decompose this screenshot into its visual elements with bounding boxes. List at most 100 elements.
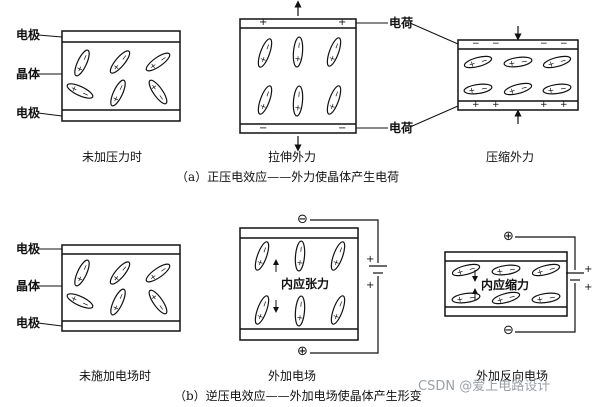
svg-text:−: − [156, 92, 167, 103]
svg-text:+: + [295, 259, 305, 266]
svg-text:−: − [480, 84, 488, 94]
svg-text:−: − [335, 245, 346, 254]
terminal-plus: ⊕ [297, 344, 308, 359]
svg-text:−: − [508, 265, 516, 275]
dipole: +− [531, 292, 561, 304]
battery-plus: + [584, 282, 593, 293]
svg-text:−: − [335, 299, 346, 308]
inner-label-compression: 内应缩力 [481, 278, 530, 292]
dipoles-reverse-field: +−+−+−+−+−+− [451, 264, 561, 305]
svg-text:+: + [69, 83, 79, 94]
dipole: +− [148, 79, 168, 105]
dipole: +− [451, 264, 481, 277]
svg-text:−: − [548, 293, 556, 303]
dipole: +− [254, 295, 270, 325]
dipole: +− [292, 85, 304, 117]
svg-text:+: + [148, 60, 159, 71]
svg-text:+: + [255, 258, 266, 267]
charge-bottom-label: 电荷 [389, 121, 414, 135]
svg-text:−: − [520, 57, 528, 67]
watermark: CSDN @爱上电路设计 [418, 379, 551, 394]
crystal-field [239, 227, 359, 341]
svg-text:+: + [547, 85, 555, 95]
dipole: +− [254, 241, 270, 271]
dipole: +− [110, 288, 127, 316]
charge-plus: + [472, 100, 480, 110]
svg-text:+: + [508, 58, 516, 68]
dipole: +− [109, 50, 131, 74]
caption-no-pressure: 未加压力时 [82, 150, 143, 164]
electrode-top-label-a: 电极 [16, 28, 41, 42]
terminal-plus: ⊕ [503, 229, 514, 244]
charge-plus: + [560, 100, 568, 110]
svg-text:+: + [258, 55, 269, 64]
svg-text:+: + [148, 292, 159, 303]
svg-text:−: − [296, 246, 306, 253]
dipoles-compression: +−+−+−+−+−+− [463, 56, 572, 96]
charge-minus: − [259, 123, 268, 134]
charge-minus: − [472, 39, 480, 49]
charge-minus: − [338, 123, 347, 134]
svg-text:+: + [148, 271, 159, 282]
svg-text:−: − [331, 89, 342, 98]
svg-text:+: + [110, 303, 121, 313]
dipole: +− [294, 295, 306, 327]
crystal-label-a: 晶体 [16, 67, 41, 81]
svg-text:−: − [262, 42, 273, 51]
dipole: +− [451, 292, 481, 304]
svg-text:+: + [74, 274, 85, 284]
dipoles-no-pressure: +−+−+−+−+−+− [66, 49, 171, 107]
dipole: +− [74, 259, 91, 287]
svg-text:−: − [331, 41, 342, 50]
svg-text:−: − [520, 83, 529, 93]
dipole: +− [109, 261, 131, 285]
crystal-no-pressure [61, 30, 181, 122]
svg-text:−: − [158, 264, 169, 275]
electrode-top-label-b: 电极 [16, 242, 41, 256]
crystal-tension [239, 18, 357, 134]
svg-text:+: + [456, 267, 465, 277]
dipole: +− [66, 293, 94, 310]
svg-text:−: − [119, 263, 130, 274]
svg-text:+: + [74, 64, 85, 74]
inner-label-tension: 内应张力 [281, 277, 330, 291]
svg-text:+: + [468, 59, 477, 69]
dipoles-no-field: +−+−+−+−+−+− [66, 259, 171, 316]
svg-text:−: − [259, 299, 270, 308]
charge-minus: − [540, 39, 548, 49]
svg-text:+: + [468, 85, 476, 95]
svg-text:−: − [559, 56, 568, 66]
charge-top-to-compression [409, 22, 459, 45]
title-a: （a）正压电效应——外力使晶体产生电荷 [176, 170, 400, 184]
charge-plus: + [540, 100, 548, 110]
dipole: +− [542, 56, 572, 69]
caption-reverse-field: 外加反向电场 [476, 369, 549, 383]
dipole: +− [257, 38, 273, 68]
dipole: +− [326, 37, 342, 67]
svg-text:+: + [536, 294, 544, 304]
svg-text:−: − [259, 245, 270, 254]
svg-text:−: − [80, 263, 91, 273]
svg-text:−: − [294, 91, 304, 98]
dipole: +− [531, 264, 561, 277]
charge-minus: − [560, 39, 568, 49]
svg-text:+: + [293, 104, 303, 111]
svg-text:−: − [158, 53, 169, 64]
svg-text:+: + [547, 59, 556, 69]
dipole: +− [326, 85, 342, 115]
caption-no-field: 未施加电场时 [79, 369, 152, 383]
battery-plus: + [366, 280, 375, 291]
dipole: +− [330, 241, 346, 271]
svg-text:−: − [80, 53, 91, 63]
svg-text:+: + [496, 295, 505, 305]
dipole: +− [74, 49, 91, 77]
svg-text:+: + [111, 273, 122, 284]
svg-text:−: − [468, 293, 476, 303]
svg-text:−: − [262, 89, 273, 98]
dipole: +− [66, 83, 94, 100]
battery-circuit-reverse [515, 236, 584, 333]
svg-text:−: − [81, 89, 91, 100]
dipole: +− [145, 52, 171, 72]
dipoles-field: +−+−+−+−+−+− [254, 240, 346, 327]
